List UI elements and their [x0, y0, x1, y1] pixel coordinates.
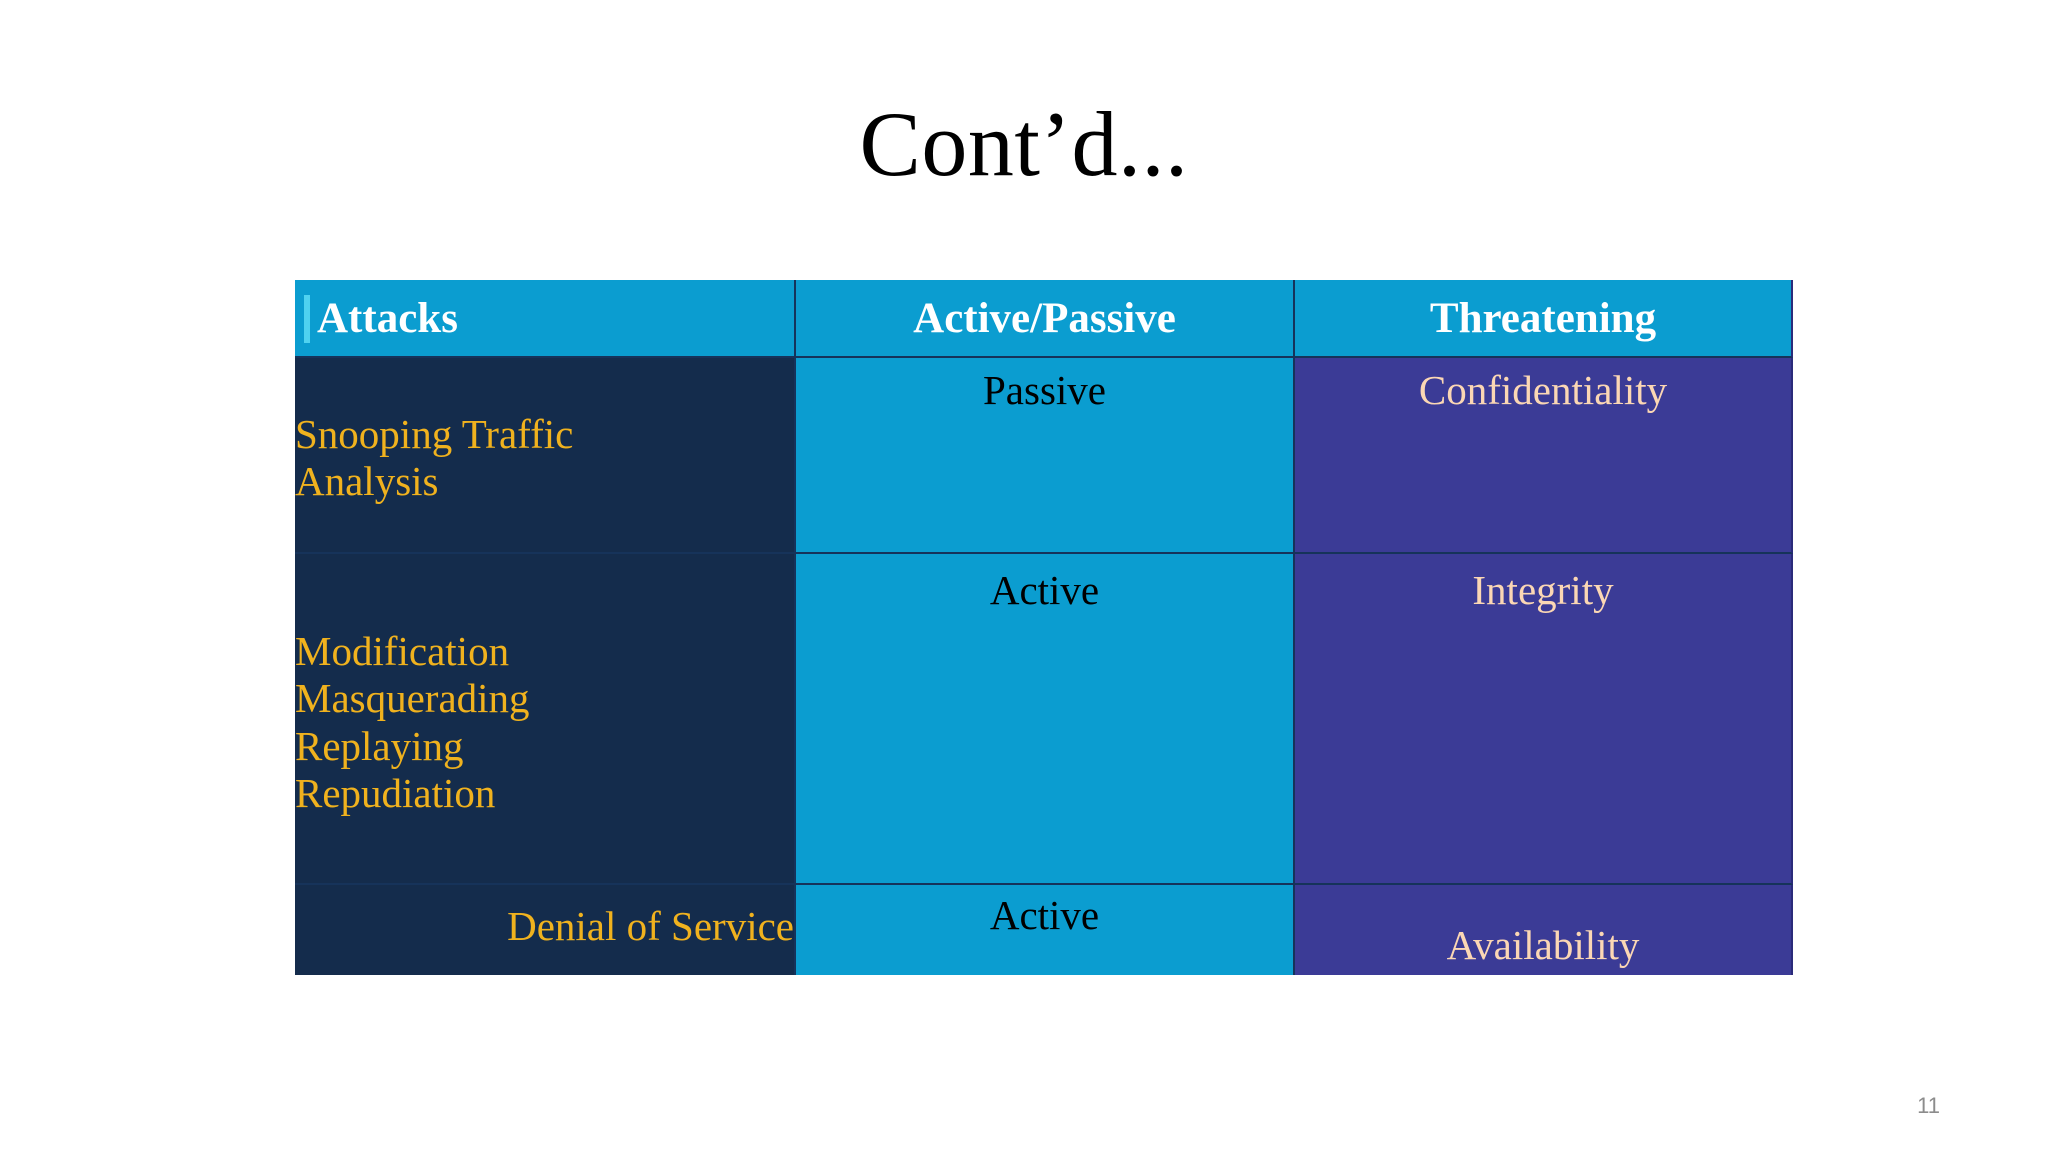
table-row: Denial of Service Active Availability: [295, 885, 1793, 975]
threatening-value: Integrity: [1472, 567, 1614, 613]
attack-name: Analysis: [295, 458, 439, 504]
column-header-active-passive[interactable]: Active/Passive: [796, 280, 1295, 358]
table-row: Modification Masquerading Replaying Repu…: [295, 554, 1793, 885]
mode-value: Active: [989, 892, 1100, 938]
cell-attacks-row-1[interactable]: Snooping Traffic Analysis: [295, 358, 796, 554]
cell-attacks-row-2[interactable]: Modification Masquerading Replaying Repu…: [295, 554, 796, 885]
mode-value: Active: [989, 567, 1100, 613]
attack-name: Snooping Traffic: [295, 410, 574, 457]
attack-name: Masquerading: [295, 675, 530, 722]
attack-name: Denial of Service: [507, 903, 794, 950]
cell-threatening-row-1[interactable]: Confidentiality: [1295, 358, 1793, 554]
cell-attacks-row-3[interactable]: Denial of Service: [295, 885, 796, 975]
cell-mode-row-3[interactable]: Active: [796, 885, 1295, 975]
table-row: Snooping Traffic Analysis Passive Confid…: [295, 358, 1793, 554]
column-header-attacks-label: Attacks: [317, 294, 458, 342]
page-title: Cont’d...: [859, 93, 1189, 195]
cell-threatening-row-3[interactable]: Availability: [1295, 885, 1793, 975]
column-header-active-passive-label: Active/Passive: [913, 294, 1176, 342]
cell-mode-row-1[interactable]: Passive: [796, 358, 1295, 554]
attack-name: Modification: [295, 628, 510, 675]
column-header-threatening[interactable]: Threatening: [1295, 280, 1793, 358]
column-header-attacks[interactable]: Attacks: [295, 280, 796, 358]
attack-name: Replaying: [295, 722, 464, 769]
cell-mode-row-2[interactable]: Active: [796, 554, 1295, 885]
threatening-value: Confidentiality: [1418, 367, 1668, 413]
attacks-table: Attacks Active/Passive Threatening Snoop…: [295, 280, 1793, 975]
text-cursor-icon: [304, 295, 310, 343]
mode-value: Passive: [983, 367, 1106, 413]
cell-threatening-row-2[interactable]: Integrity: [1295, 554, 1793, 885]
threatening-value: Availability: [1446, 922, 1640, 968]
attack-name: Repudiation: [295, 769, 496, 816]
table-header-row: Attacks Active/Passive Threatening: [295, 280, 1793, 358]
column-header-threatening-label: Threatening: [1429, 294, 1657, 342]
page-number: 11: [1917, 1093, 1940, 1118]
